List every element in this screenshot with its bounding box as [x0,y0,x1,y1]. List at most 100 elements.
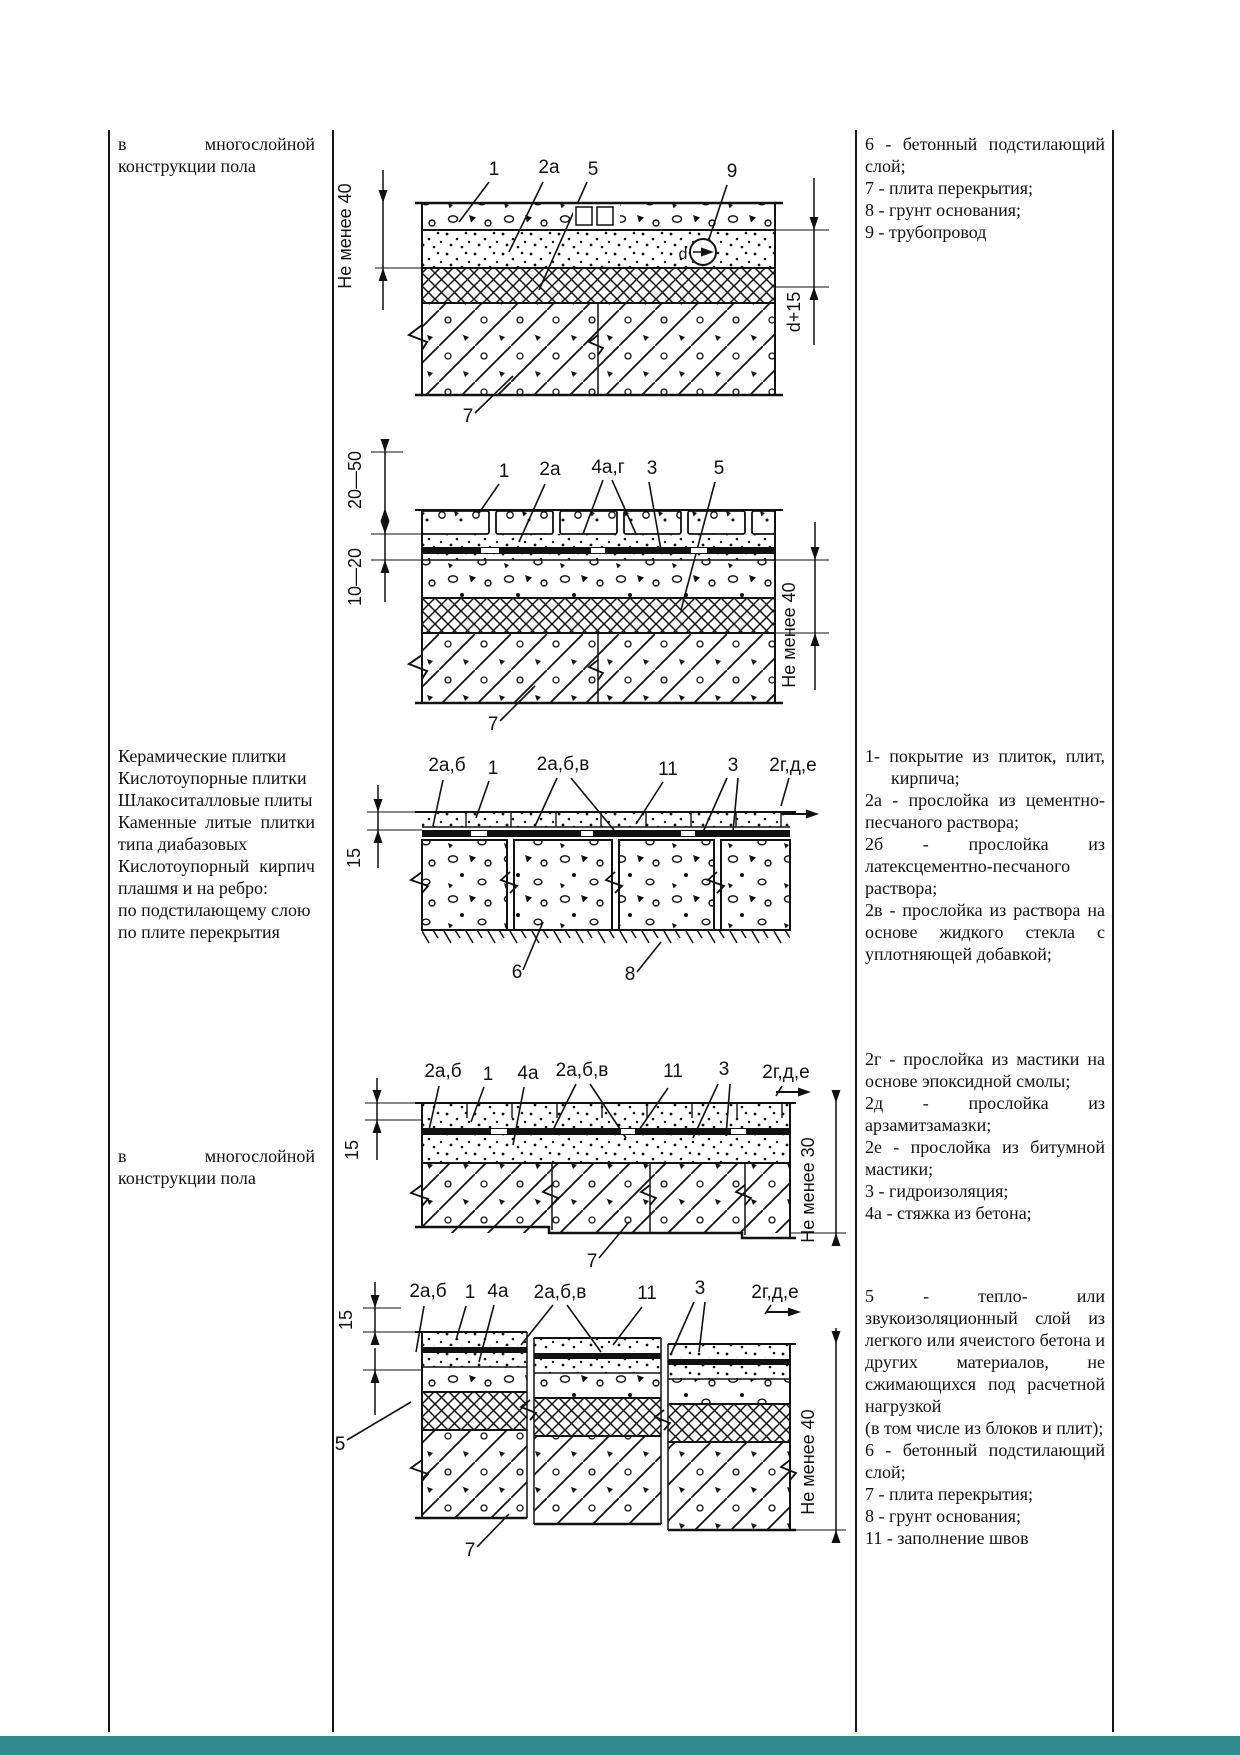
dim-label-min30: Не менее 30 [798,1137,818,1242]
leader-5 [346,1401,412,1441]
material-item: Каменные литые плитки типа диабазовых [118,812,315,854]
leader-7 [474,375,514,414]
segment-2 [533,1337,662,1526]
mastic-gap [681,831,695,836]
callout-11: 11 [663,1061,683,1082]
joint-block [575,206,593,226]
table-border-right [1112,130,1114,1732]
callout-2ab: 2а,б [409,1281,446,1302]
callout-5: 5 [335,1434,346,1455]
mastic-gap [581,831,593,836]
legend-line: (в том числе из блоков и плит); [865,1418,1104,1438]
left-cell-3: в многослойной конструкции пола [118,1145,315,1189]
mastic-arrowhead [788,1307,801,1317]
waterproofing-gap [591,548,605,553]
legend-line: 5 - тепло- или звукоизоляционный слой из… [865,1286,1105,1416]
layer-mortar [422,1118,790,1128]
table-border-left [108,130,110,1732]
legend-line: 6 - бетонный подстилающий слой; [865,1440,1105,1482]
callout-2abv: 2а,б,в [556,1060,609,1081]
dimension-left: 15 [342,1078,422,1160]
callout-3: 3 [695,1278,706,1299]
legend-line: 2в - прослойка из раствора на основе жид… [865,900,1105,964]
dim-label-10-20: 10—20 [345,548,365,606]
legend-line: 1- покрытие из плиток, плит, кирпича; [865,746,1105,788]
callout-7: 7 [463,406,474,427]
mastic-arrowhead [798,1087,811,1097]
callout-1: 1 [465,1282,476,1303]
legend-line: 2е - прослойка из битумной мастики; [865,1137,1105,1179]
pipe-diameter-label: d [679,246,688,263]
dim-label-15: 15 [344,848,364,868]
leader-7 [499,685,536,722]
callout-8: 8 [625,964,636,985]
legend-line: 7 - плита перекрытия; [865,1484,1034,1504]
diagram-b: 1 2а 4а,г 3 5 [345,439,829,735]
diagram-a: 1 2а 5 9 d [335,157,829,427]
tile-joints [466,1104,783,1118]
material-item: Кислотоупорный кирпич плашмя и на ребро: [118,856,315,898]
layer-screed [422,1135,790,1163]
dim-label-min40: Не менее 40 [779,582,799,687]
break-mark [406,654,429,680]
diagram-c: 2а,б 1 2а,б,в 11 3 2г,д,е [344,754,819,985]
material-item: Шлакоситалловые плиты [118,790,313,810]
break-mark [406,324,429,351]
table-border-col2 [855,130,857,1732]
waterproofing-gap [731,1129,746,1134]
callout-11: 11 [658,759,678,780]
callout-2abv: 2а,б,в [534,1282,587,1303]
dim-label-15: 15 [342,1140,362,1160]
callout-5: 5 [588,159,599,180]
legend-cell-3: 2г - прослойка из мастики на основе эпок… [865,1048,1105,1224]
dim-label-min40: Не менее 40 [798,1409,818,1514]
callout-2a: 2а [539,459,561,480]
callout-2gde: 2г,д,е [762,1062,809,1083]
waterproofing-gap [621,1129,635,1134]
legend-line: 2б - прослойка из латексцементно-песчано… [865,834,1105,898]
legend-cell-2: 1- покрытие из плиток, плит, кирпича; 2а… [865,745,1105,965]
mastic-gap [471,831,487,836]
legend-line: 11 - заполнение швов [865,1528,1029,1548]
callout-3: 3 [728,755,739,776]
callout-11: 11 [637,1283,657,1304]
layer-mastic [422,830,790,837]
joint-block [596,206,614,226]
leader-6 [522,921,544,971]
dimension-left-bottom: 10—20 [345,521,422,606]
layer-tile [422,1104,790,1118]
callout-2gde: 2г,д,е [751,1282,798,1303]
leader-8 [636,941,662,973]
legend-line: 2г - прослойка из мастики на основе эпок… [865,1049,1105,1091]
callout-6: 6 [512,962,523,983]
callout-1: 1 [483,1064,494,1085]
legend-line: 2а - прослойка из цементно-песчаного рас… [865,790,1105,832]
layer-borders [415,811,796,828]
callout-2a: 2а [538,157,560,178]
material-item: по подстилающему слою [118,900,311,920]
layer-bed [422,554,775,560]
break-marks [409,871,726,894]
waterproofing-gap [481,548,499,553]
layer-slab [422,1163,790,1233]
legend-cell-1: 6 - бетонный подстилающий слой; 7 - плит… [865,133,1105,243]
layer-insulation [422,598,775,633]
left-cell-1-text: в многослойной конструкции пола [118,134,315,176]
dimension-right: Не менее 40 [790,1328,846,1543]
segment-1 [415,1331,528,1520]
callout-2abv: 2а,б,в [537,754,590,775]
legend-line: 8 - грунт основания; [865,200,1022,220]
layer-insulation [422,269,775,303]
callout-2ab: 2а,б [428,755,465,776]
break-mark [587,334,605,356]
layer-sand-bed [422,231,775,268]
callout-9: 9 [727,161,738,182]
base-blocks [421,839,791,931]
material-item: Кислотоупорные плитки [118,768,307,788]
dimension-right: Не менее 30 [790,1090,846,1246]
break-marks [409,1399,798,1482]
callout-1: 1 [489,159,500,180]
dim-label-d15: d+15 [784,292,804,333]
dimension-left: 15 [336,1282,422,1345]
legend-line: 6 - бетонный подстилающий слой; [865,134,1105,176]
